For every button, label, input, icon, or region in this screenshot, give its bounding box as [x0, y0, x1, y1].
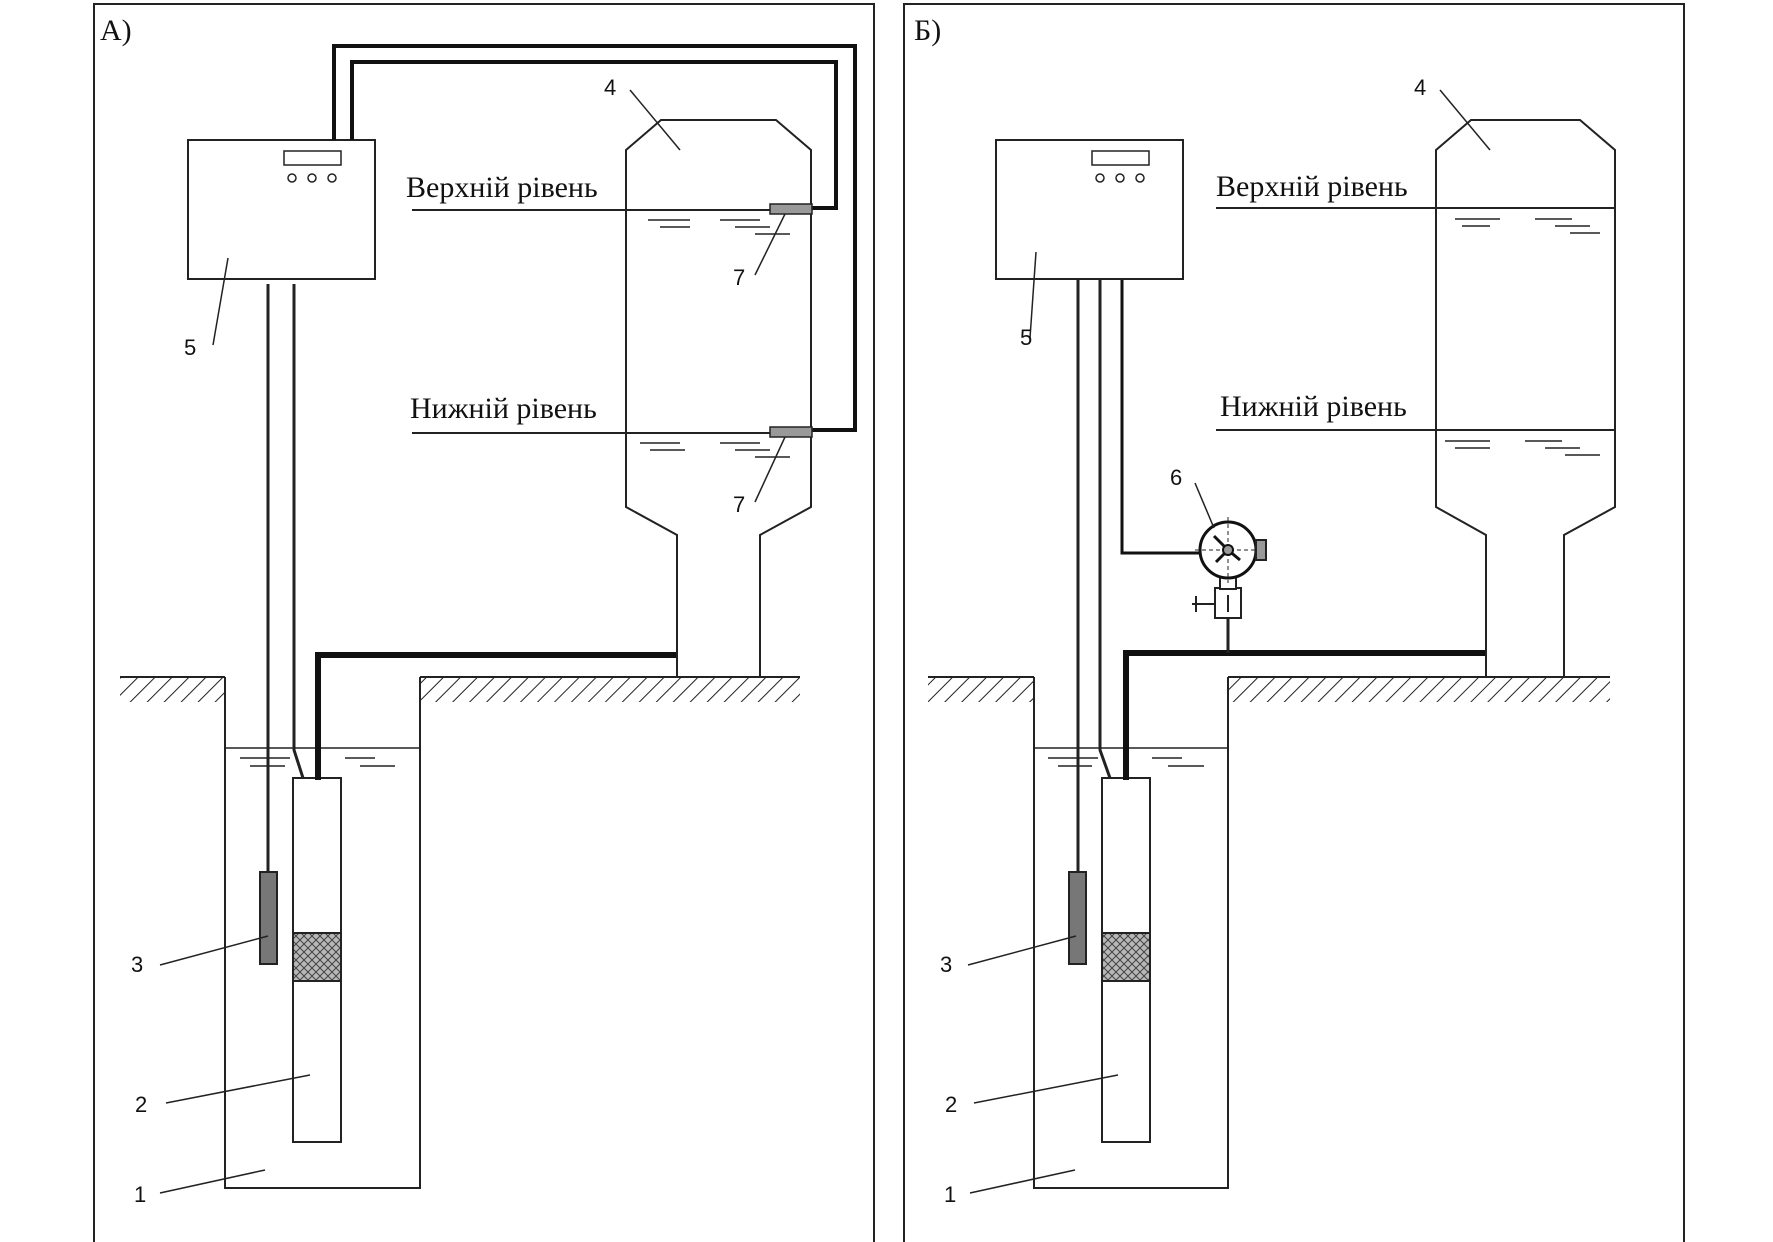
lower-level-label: Нижній рівень	[410, 392, 597, 425]
pump-intake-mesh	[1101, 932, 1151, 982]
label-2: 2	[135, 1092, 147, 1117]
label-3: 3	[131, 952, 143, 977]
controller-button	[327, 173, 337, 183]
upper-water-marks	[648, 219, 790, 235]
pump-intake-mesh	[292, 932, 342, 982]
controller-button	[1135, 173, 1145, 183]
controller-button	[287, 173, 297, 183]
ground	[928, 676, 1610, 702]
well	[224, 677, 421, 1189]
lower-level-label: Нижній рівень	[1220, 390, 1407, 423]
panel-b: Б)	[903, 3, 1685, 1242]
controller-button	[1115, 173, 1125, 183]
label-7: 7	[733, 265, 745, 290]
label-2: 2	[945, 1092, 957, 1117]
leader-lines	[159, 89, 786, 1194]
label-3: 3	[940, 952, 952, 977]
panel-b-title: Б)	[914, 14, 941, 47]
dry-run-sensor	[1068, 871, 1087, 965]
panel-a: А)	[93, 3, 875, 1242]
label-5: 5	[184, 335, 196, 360]
label-7: 7	[733, 492, 745, 517]
label-5: 5	[1020, 325, 1032, 350]
pressure-switch	[1192, 517, 1267, 653]
controller	[995, 139, 1184, 280]
label-4: 4	[1414, 75, 1426, 100]
lower-water-marks	[640, 442, 790, 458]
label-6: 6	[1170, 465, 1182, 490]
lower-water-marks	[1445, 440, 1600, 456]
panel-a-frame	[93, 3, 875, 1242]
label-1: 1	[944, 1182, 956, 1207]
storage-tank	[1435, 119, 1616, 678]
label-4: 4	[604, 75, 616, 100]
controller	[187, 139, 376, 280]
upper-level-sensor	[769, 203, 813, 215]
pressure-switch-cable	[1120, 280, 1200, 555]
controller-display	[283, 150, 342, 166]
pump-power-cable	[1098, 280, 1112, 779]
pressure-pipe	[315, 652, 677, 780]
well-water-surface	[225, 747, 420, 767]
label-1: 1	[134, 1182, 146, 1207]
storage-tank	[625, 119, 812, 678]
controller-button	[1095, 173, 1105, 183]
upper-water-marks	[1455, 218, 1600, 234]
leader-lines	[967, 89, 1491, 1194]
upper-level-label: Верхній рівень	[406, 171, 598, 204]
ground	[120, 676, 800, 702]
lower-level-sensor	[769, 426, 813, 438]
pressure-pipe	[1123, 650, 1486, 780]
upper-level-label: Верхній рівень	[1216, 170, 1408, 203]
well	[1033, 677, 1229, 1189]
controller-display	[1091, 150, 1150, 166]
pump-power-cable	[292, 284, 305, 779]
well-water-surface	[1034, 747, 1228, 767]
dry-run-sensor	[259, 871, 278, 965]
panel-b-frame	[903, 3, 1685, 1242]
level-sensor-cables	[332, 44, 857, 432]
controller-button	[307, 173, 317, 183]
panel-a-title: А)	[100, 14, 132, 47]
